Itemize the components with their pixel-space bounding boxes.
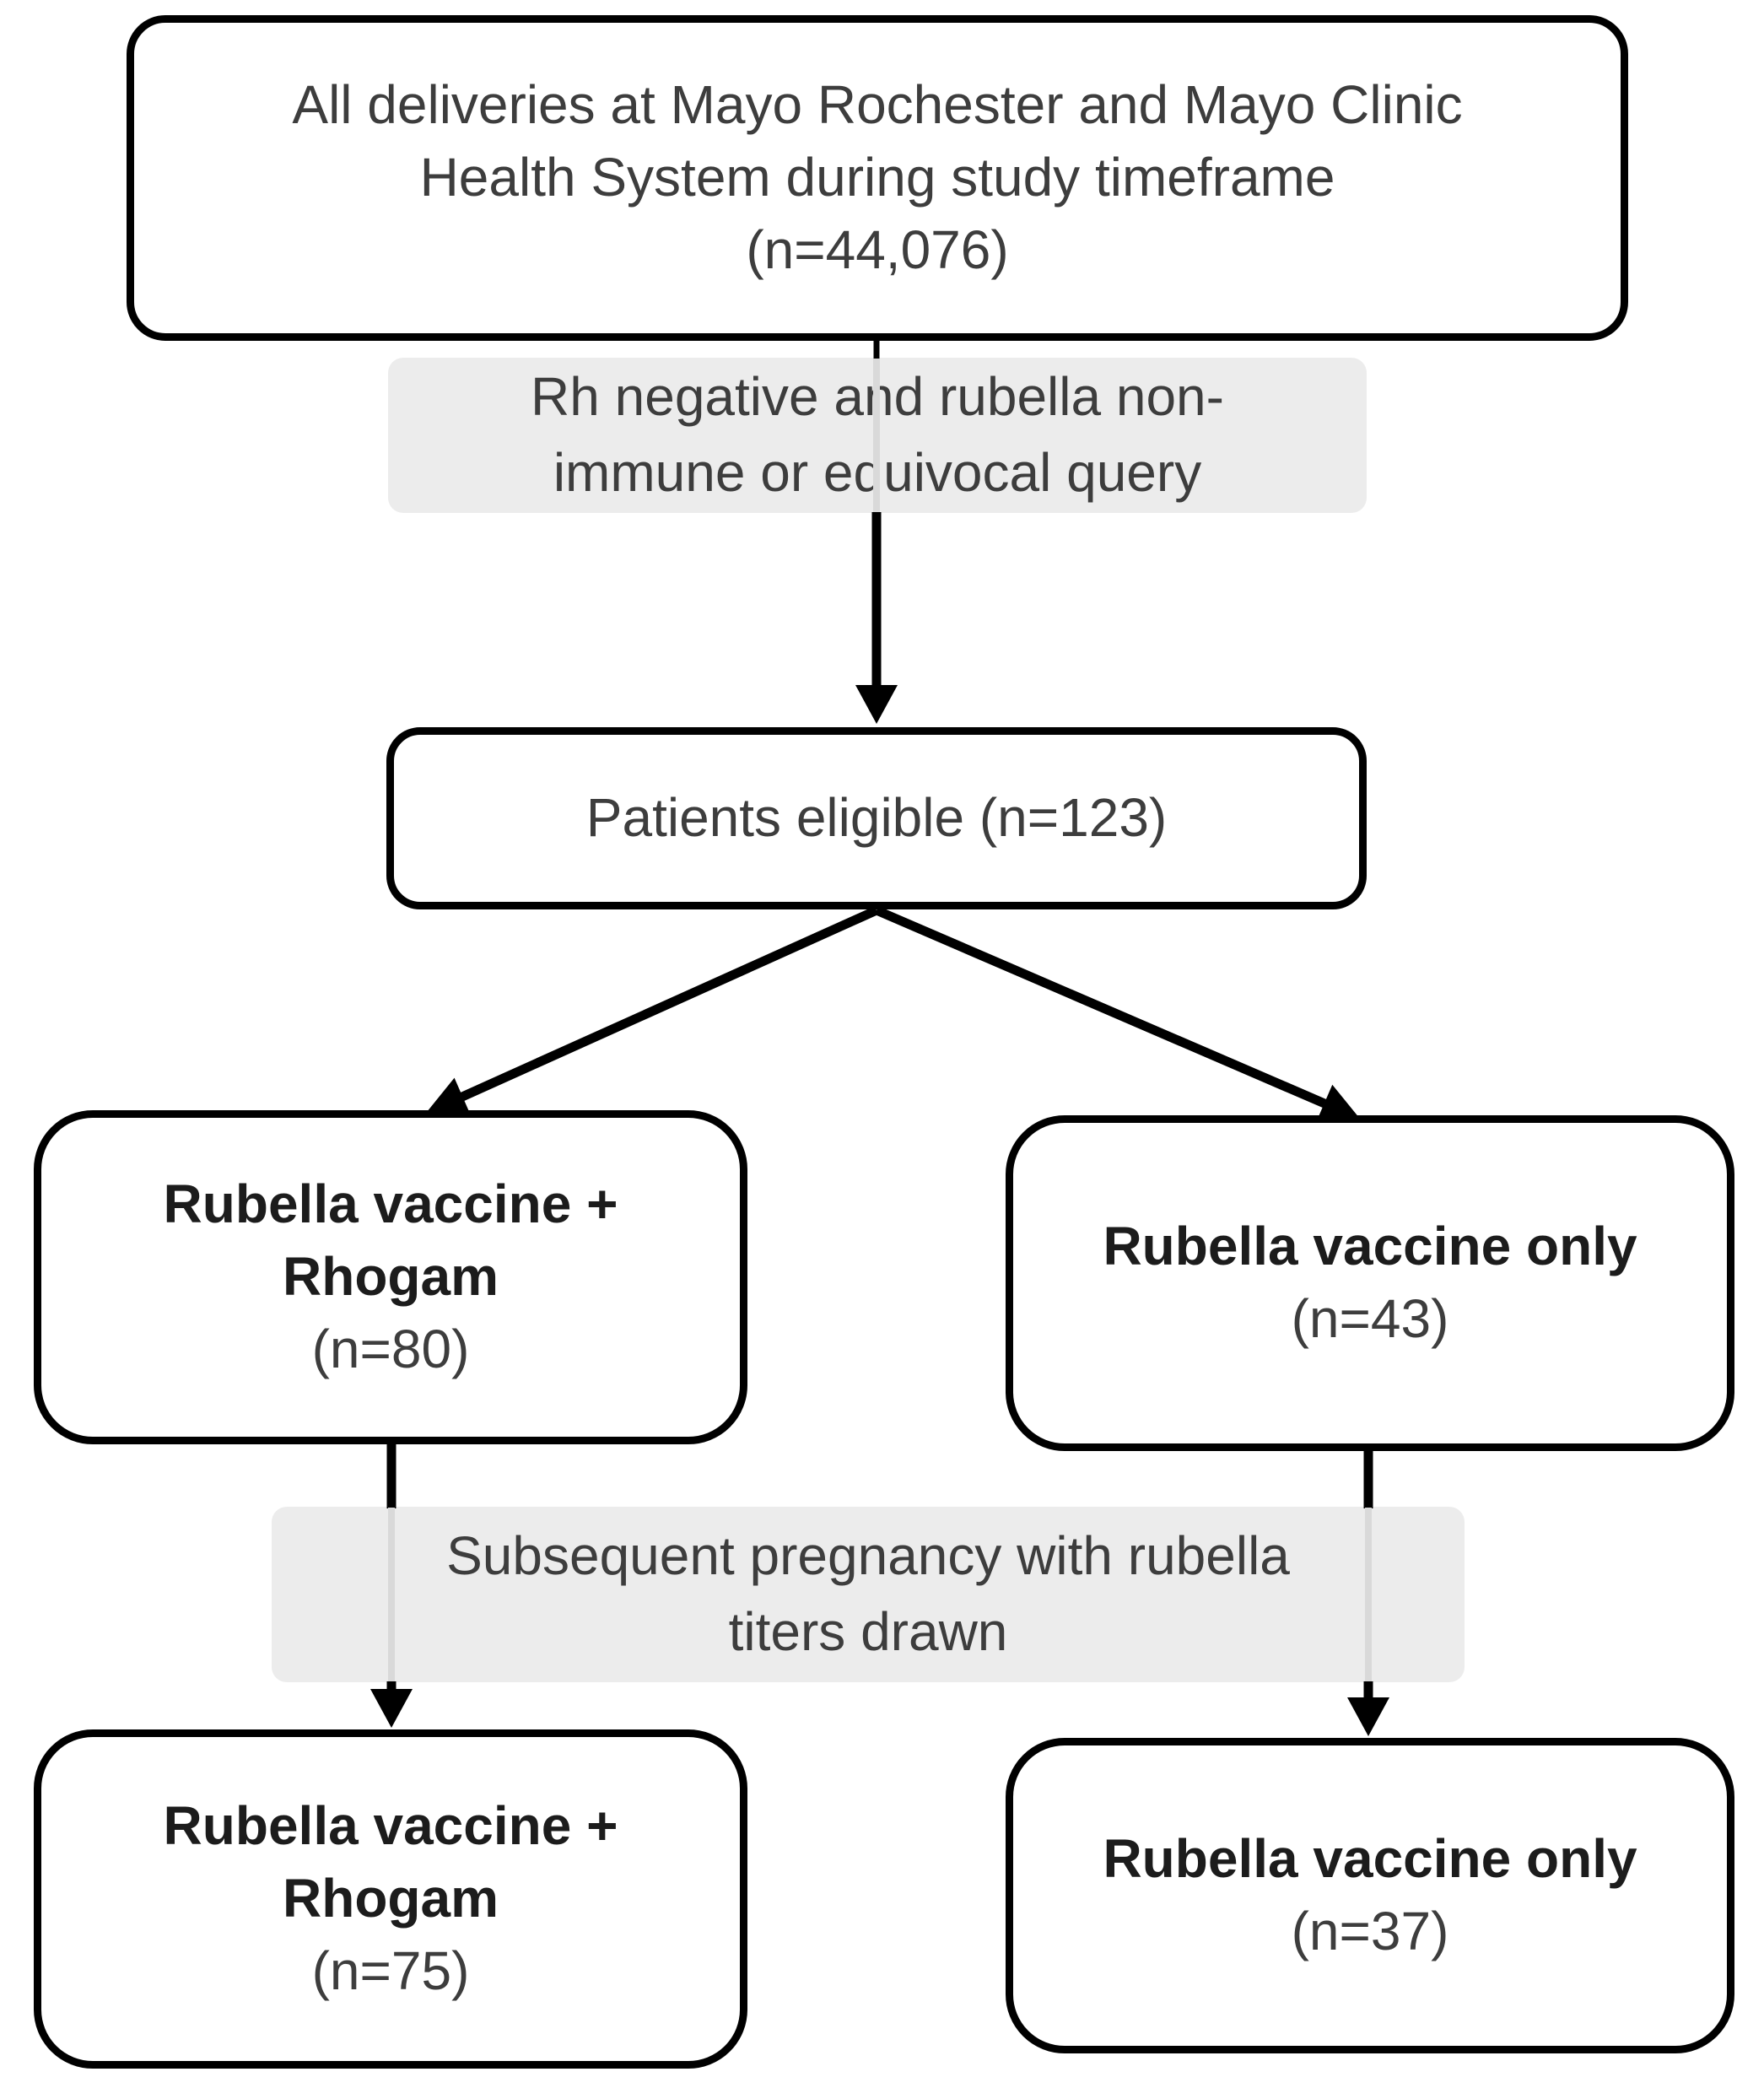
filter-pregnancy-line-1: Subsequent pregnancy with rubella: [446, 1525, 1290, 1587]
arrow-diagonal-left-head: [427, 1077, 471, 1115]
vaccine-only-37-title: Rubella vaccine only: [1103, 1828, 1637, 1890]
node-vaccine-rhogam-80: Rubella vaccine + Rhogam (n=80): [34, 1110, 747, 1444]
node-patients-eligible: Patients eligible (n=123): [386, 727, 1367, 909]
node-all-deliveries: All deliveries at Mayo Rochester and May…: [127, 15, 1628, 341]
vaccine-rhogam-80-title-1: Rubella vaccine +: [163, 1173, 618, 1235]
vaccine-rhogam-80-count: (n=80): [311, 1318, 470, 1379]
vaccine-rhogam-75-count: (n=75): [311, 1940, 470, 2001]
arrow-diagonal-right-shaft: [874, 905, 1327, 1109]
vaccine-only-43-count: (n=43): [1291, 1288, 1449, 1349]
arrow-left-vertical-head: [370, 1689, 413, 1728]
filter-label-subsequent-pregnancy: Subsequent pregnancy with rubella titers…: [272, 1507, 1465, 1682]
node-vaccine-only-37: Rubella vaccine only (n=37): [1006, 1738, 1734, 2053]
node-vaccine-only-43: Rubella vaccine only (n=43): [1006, 1115, 1734, 1451]
filter-rh-line-2: immune or equivocal query: [553, 442, 1202, 503]
filter-pregnancy-line-2: titers drawn: [728, 1601, 1008, 1662]
all-deliveries-line-2: Health System during study timeframe: [419, 147, 1335, 208]
arrow-diagonal-left-shaft: [460, 905, 879, 1102]
vaccine-rhogam-75-title-2: Rhogam: [283, 1868, 499, 1929]
filter-label-rh-negative: Rh negative and rubella non- immune or e…: [388, 358, 1367, 513]
vaccine-rhogam-80-title-2: Rhogam: [283, 1246, 499, 1308]
arrow-right-vertical-head: [1347, 1697, 1389, 1736]
node-vaccine-rhogam-75: Rubella vaccine + Rhogam (n=75): [34, 1729, 747, 2069]
vaccine-only-37-count: (n=37): [1291, 1901, 1449, 1961]
all-deliveries-count: (n=44,076): [746, 219, 1009, 280]
patients-eligible-text: Patients eligible (n=123): [585, 787, 1168, 849]
vaccine-only-43-title: Rubella vaccine only: [1103, 1216, 1637, 1277]
filter-rh-line-1: Rh negative and rubella non-: [531, 366, 1224, 428]
vaccine-rhogam-75-title-1: Rubella vaccine +: [163, 1795, 618, 1857]
all-deliveries-line-1: All deliveries at Mayo Rochester and May…: [292, 74, 1463, 136]
arrow-to-eligible-head: [855, 685, 898, 724]
